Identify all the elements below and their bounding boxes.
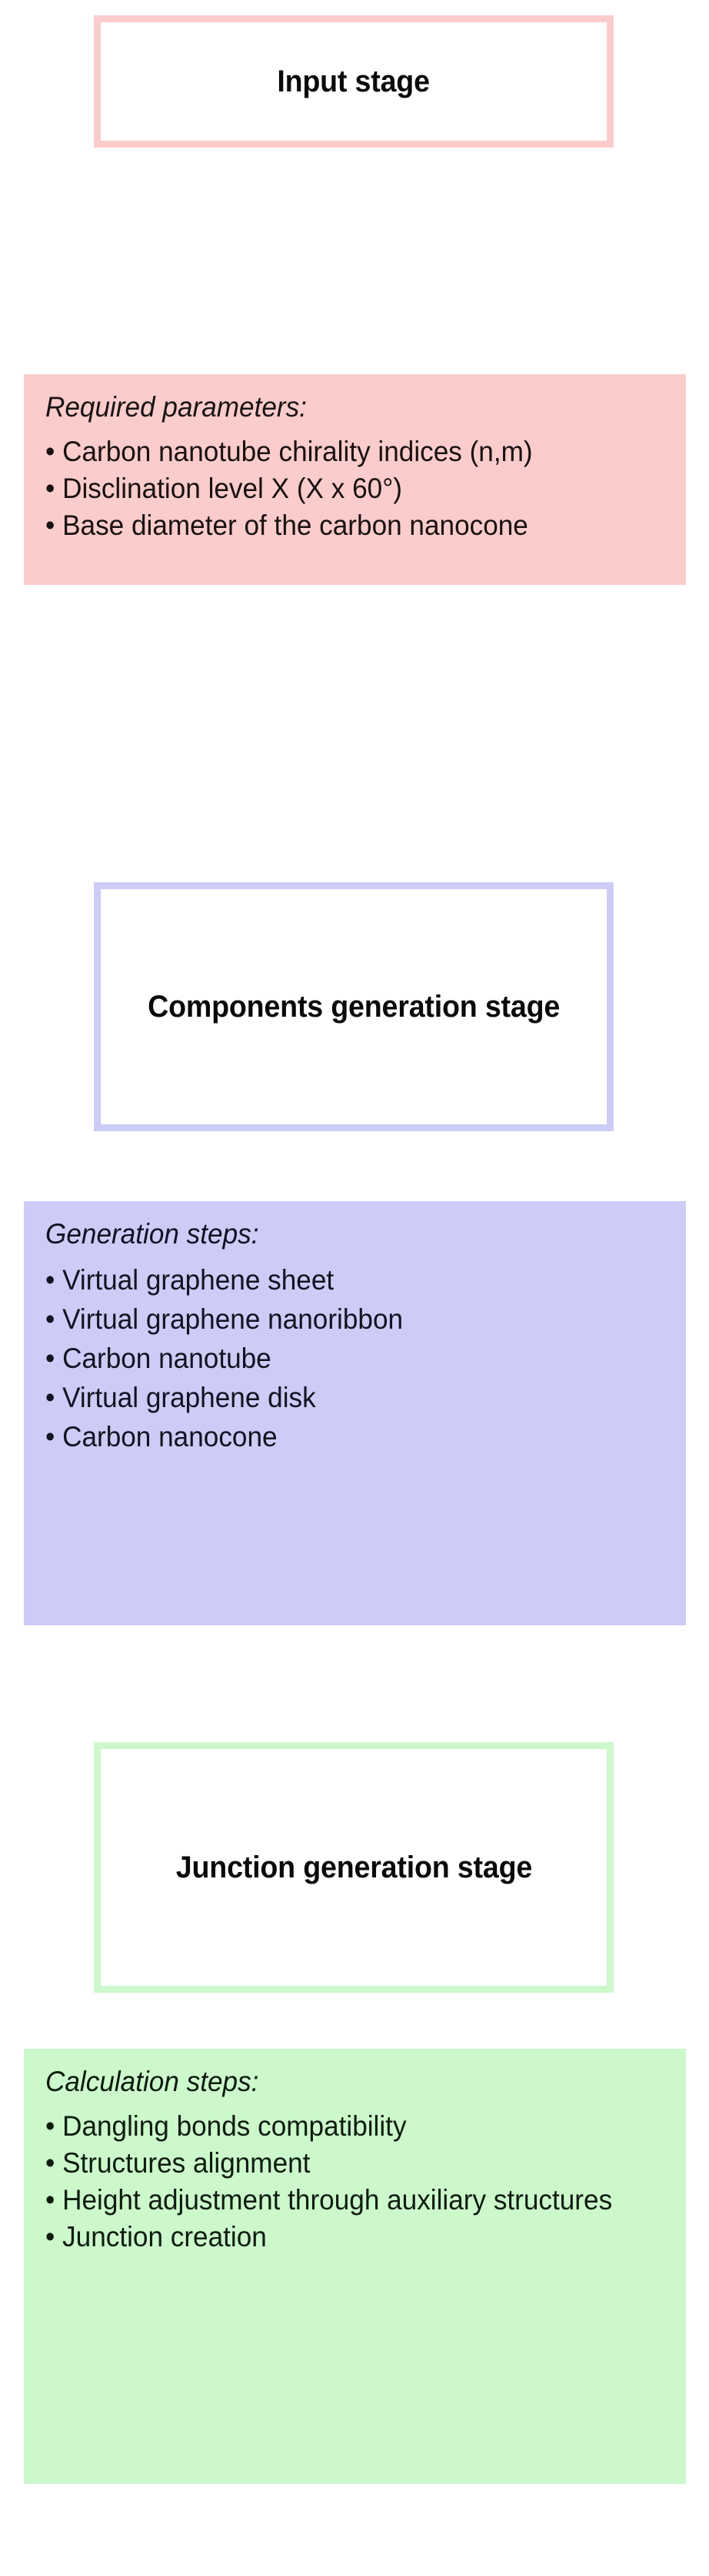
- detail-block-calculation-steps: Calculation steps: Dangling bonds compat…: [24, 2049, 686, 2484]
- list-item: Junction creation: [45, 2219, 634, 2256]
- detail-heading-required-parameters: Required parameters:: [45, 391, 307, 423]
- detail-list-calculation-steps: Dangling bonds compatibility Structures …: [45, 2108, 664, 2256]
- list-item: Virtual graphene disk: [45, 1378, 634, 1417]
- list-item: Virtual graphene nanoribbon: [45, 1300, 634, 1339]
- stage-box-junction-generation-title: Junction generation stage: [175, 1850, 532, 1884]
- stage-box-junction-generation: Junction generation stage: [94, 1742, 614, 1993]
- stage-box-components-generation: Components generation stage: [94, 882, 614, 1131]
- list-item: Disclination level X (X x 60°): [45, 470, 634, 507]
- list-item: Structures alignment: [45, 2145, 634, 2182]
- list-item: Dangling bonds compatibility: [45, 2108, 634, 2145]
- stage-box-components-generation-title: Components generation stage: [147, 989, 561, 1024]
- list-item: Height adjustment through auxiliary stru…: [45, 2182, 634, 2219]
- detail-heading-generation-steps: Generation steps:: [45, 1218, 259, 1250]
- detail-block-generation-steps: Generation steps: Virtual graphene sheet…: [24, 1201, 686, 1625]
- detail-heading-calculation-steps: Calculation steps:: [45, 2066, 259, 2097]
- list-item: Base diameter of the carbon nanocone: [45, 507, 634, 544]
- detail-list-generation-steps: Virtual graphene sheet Virtual graphene …: [45, 1260, 664, 1456]
- list-item: Carbon nanotube chirality indices (n,m): [45, 433, 634, 470]
- list-item: Carbon nanotube: [45, 1339, 634, 1378]
- stage-box-input-title: Input stage: [277, 64, 431, 98]
- detail-block-required-parameters: Required parameters: Carbon nanotube chi…: [24, 374, 686, 585]
- list-item: Virtual graphene sheet: [45, 1260, 634, 1300]
- stage-box-input: Input stage: [94, 15, 614, 148]
- list-item: Carbon nanocone: [45, 1417, 634, 1456]
- detail-list-required-parameters: Carbon nanotube chirality indices (n,m) …: [45, 433, 664, 544]
